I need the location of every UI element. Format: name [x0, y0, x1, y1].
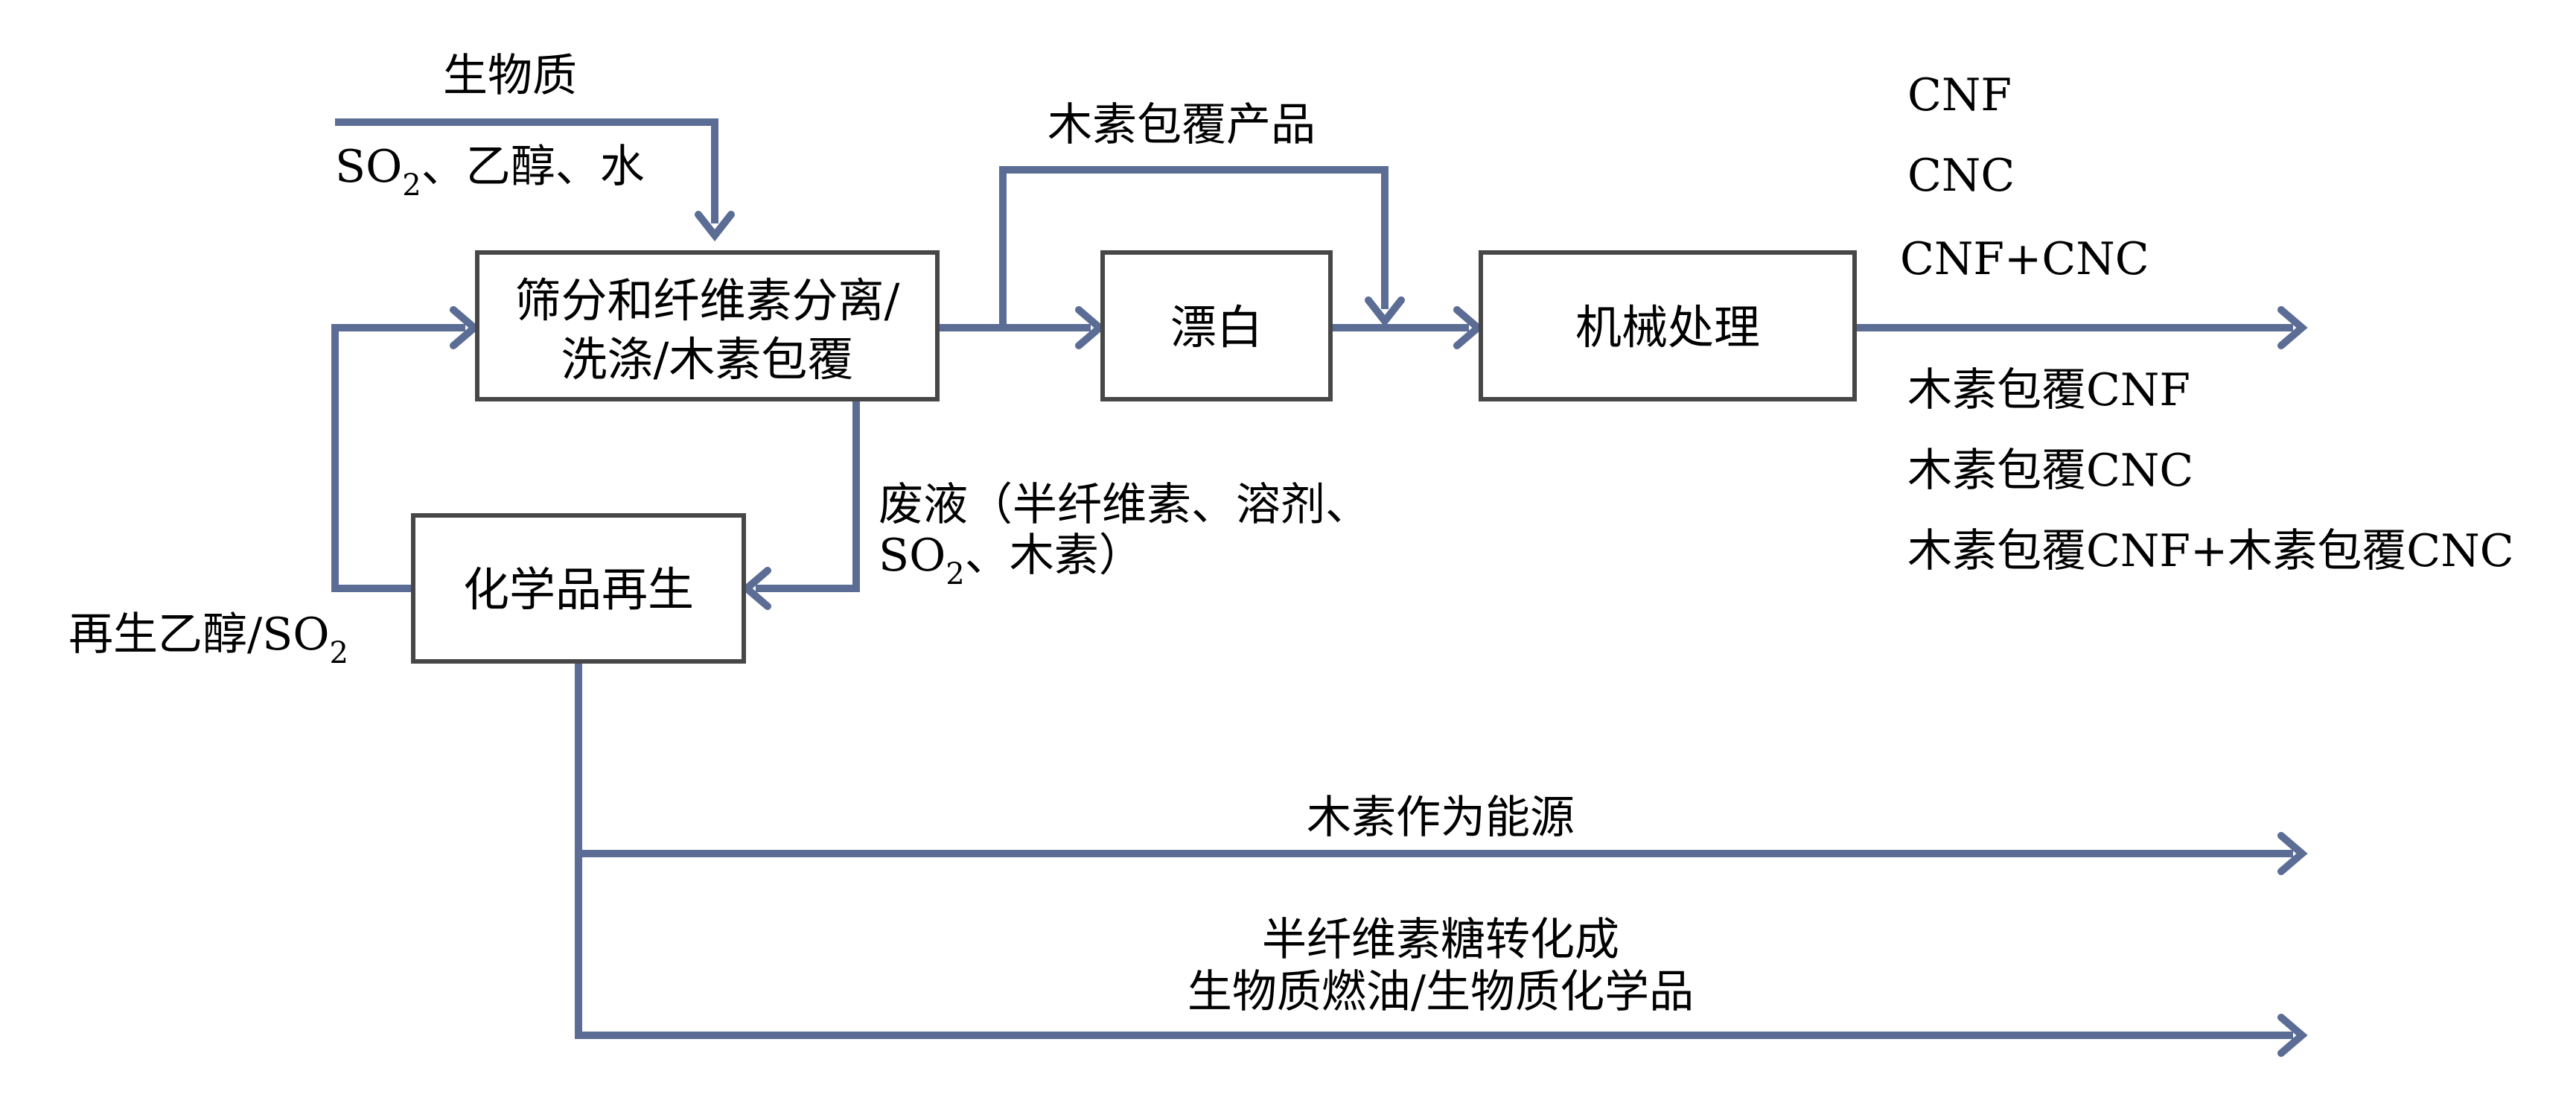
mechanical-box: 机械处理: [1479, 250, 1857, 401]
bypass-line: [999, 166, 1389, 328]
bleaching-box: 漂白: [1100, 250, 1333, 401]
waste-liquor-arrowhead: [741, 567, 771, 610]
separation-label-line1: 筛分和纤维素分离/: [515, 273, 900, 328]
lignin-energy-arrowhead: [2277, 832, 2308, 875]
hemicellulose-label-line1: 半纤维素糖转化成: [1262, 914, 1619, 966]
products-arrowhead: [2277, 306, 2308, 349]
product-item: 木素包覆CNF: [1907, 364, 2190, 416]
regeneration-box: 化学品再生: [411, 513, 746, 664]
bleaching-to-mechanical-arrowhead: [1453, 306, 1484, 349]
bleaching-label: 漂白: [1170, 300, 1263, 355]
product-item: CNF+CNC: [1900, 233, 2149, 285]
waste-liquor-label-line1: 废液（半纤维素、溶剂、: [879, 479, 1370, 531]
bypass-arrowhead: [1365, 296, 1405, 328]
feed-line: [335, 118, 718, 223]
waste-liquor-line: [756, 399, 860, 592]
product-item: 木素包覆CNF+木素包覆CNC: [1907, 525, 2514, 577]
separation-to-bleaching-arrowhead: [1075, 306, 1106, 349]
reagents-label: SO2、乙醇、水: [335, 141, 645, 203]
product-list: CNF CNC CNF+CNC 木素包覆CNF 木素包覆CNC 木素包覆CNF+…: [1900, 69, 2514, 577]
hemicellulose-label-line2: 生物质燃油/生物质化学品: [1187, 966, 1694, 1018]
mechanical-label: 机械处理: [1575, 300, 1760, 355]
recycle-arrowhead: [450, 306, 480, 349]
separation-label-line2: 洗涤/木素包覆: [561, 332, 854, 387]
recycle-line: [331, 324, 465, 592]
lignin-energy-line: [575, 661, 2293, 1035]
feed-arrowhead: [695, 211, 735, 242]
product-item: CNF: [1907, 69, 2012, 121]
recycled-solvent-label: 再生乙醇/SO2: [68, 609, 348, 670]
waste-liquor-label-line2: SO2、木素）: [879, 530, 1144, 591]
product-item: CNC: [1907, 150, 2015, 202]
biomass-label: 生物质: [443, 50, 577, 102]
lignin-energy-label: 木素作为能源: [1307, 792, 1575, 844]
regeneration-label: 化学品再生: [463, 562, 694, 617]
hemicellulose-arrowhead: [2277, 1014, 2308, 1057]
separation-box: 筛分和纤维素分离/ 洗涤/木素包覆: [475, 250, 940, 401]
product-item: 木素包覆CNC: [1907, 445, 2193, 497]
lignin-coated-product-label: 木素包覆产品: [1048, 99, 1316, 151]
